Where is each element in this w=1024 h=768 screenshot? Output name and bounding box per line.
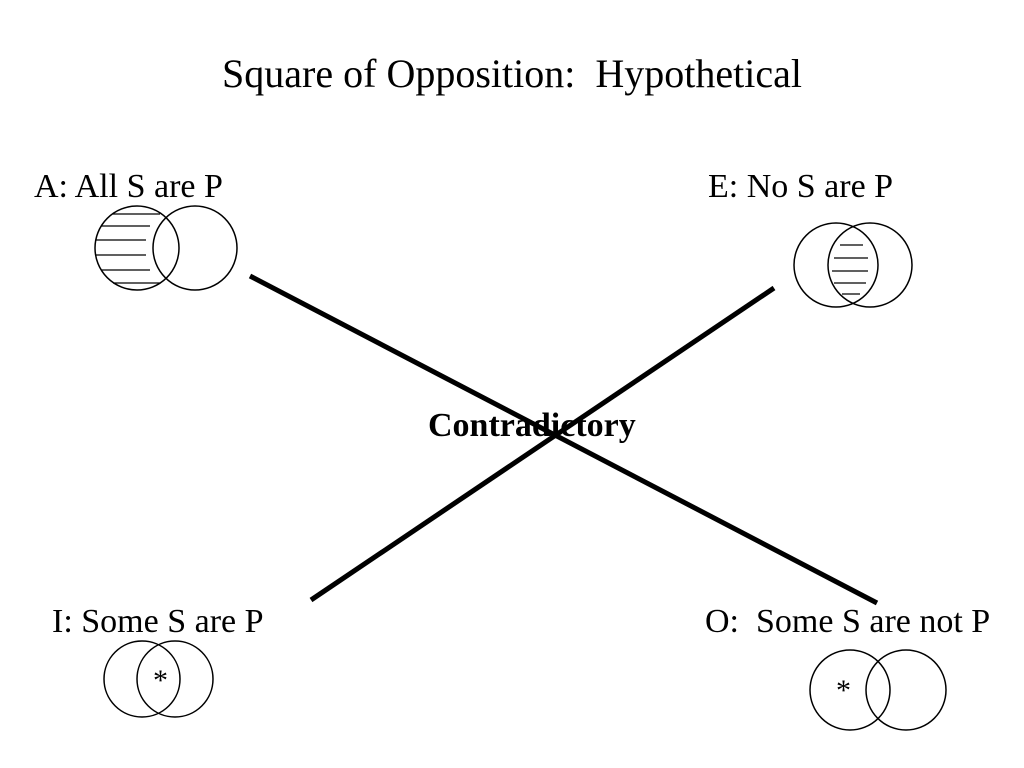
venn-i-s-circle [103,640,181,718]
corner-i-label: I: Some S are P [52,603,264,640]
contradictory-label: Contradictory [428,407,636,444]
corner-e-label: E: No S are P [708,168,894,205]
contradictory-line-e-i [309,285,776,603]
corner-o-label: O: Some S are not P [705,603,991,640]
venn-a-s-circle [94,205,180,291]
venn-diagram-a [94,205,238,291]
venn-a-p-circle [152,205,238,291]
venn-o-s-circle [809,649,891,731]
contradictory-line-a-o [248,273,879,606]
venn-diagram-i [103,640,214,718]
corner-a-label: A: All S are P [34,168,223,205]
venn-diagram-o [809,649,947,731]
venn-e-p-circle [827,222,913,308]
page-title: Square of Opposition: Hypothetical [222,51,802,96]
venn-i-p-circle [136,640,214,718]
venn-e-shading [832,244,868,295]
venn-o-existence-mark: * [836,674,851,707]
venn-e-s-circle [793,222,879,308]
venn-diagram-e [793,222,913,308]
venn-a-shading [96,213,160,284]
venn-i-existence-mark: * [153,664,168,697]
venn-o-p-circle [865,649,947,731]
